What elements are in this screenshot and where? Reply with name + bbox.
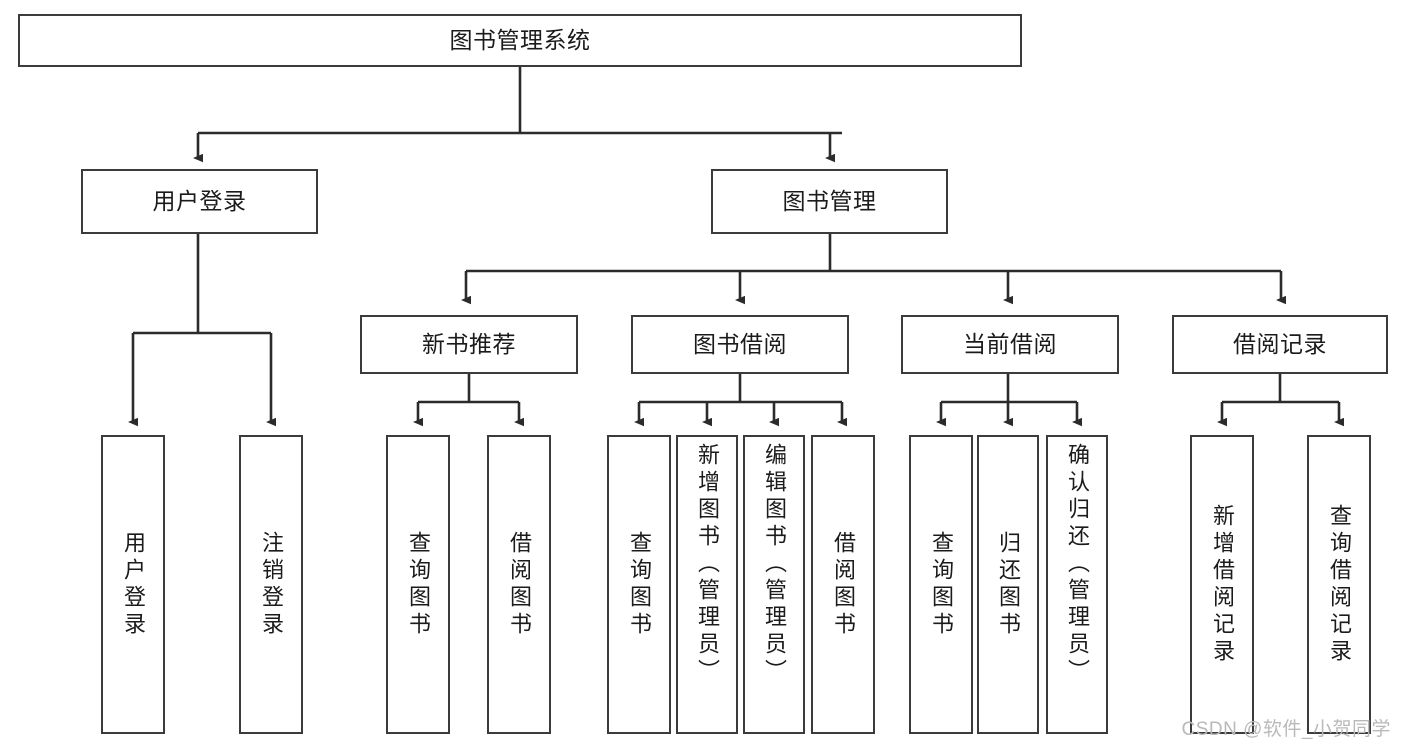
node-root-label: 图书管理系统 — [449, 26, 591, 53]
leaf-return-book-label: 归还图书 — [996, 530, 1021, 639]
node-borrow-record[interactable]: 借阅记录 — [1172, 315, 1388, 374]
leaf-user-logout[interactable]: 注销登录 — [239, 435, 303, 734]
node-book-management[interactable]: 图书管理 — [711, 169, 948, 234]
node-book-borrow[interactable]: 图书借阅 — [631, 315, 849, 374]
node-current-borrow-label: 当前借阅 — [963, 330, 1057, 357]
connectors-new-book-recommend-to-leaves — [413, 374, 524, 427]
leaf-edit-book[interactable]: 编辑图书（管理员） — [743, 435, 805, 734]
leaf-confirm-return-label: 确认归还（管理员） — [1065, 443, 1090, 686]
leaf-borrow-book-1-label: 借阅图书 — [507, 530, 532, 639]
leaf-query-book-1-label: 查询图书 — [406, 530, 431, 639]
leaf-edit-book-label: 编辑图书（管理员） — [762, 443, 787, 686]
node-root[interactable]: 图书管理系统 — [18, 14, 1022, 67]
leaf-borrow-book-2[interactable]: 借阅图书 — [811, 435, 875, 734]
leaf-query-record[interactable]: 查询借阅记录 — [1307, 435, 1371, 734]
leaf-user-login-label: 用户登录 — [121, 530, 146, 639]
connectors-book-borrow-to-leaves — [634, 374, 847, 427]
node-user-login[interactable]: 用户登录 — [81, 169, 318, 234]
node-book-borrow-label: 图书借阅 — [693, 330, 787, 357]
connectors-borrow-record-to-leaves — [1217, 374, 1344, 427]
leaf-borrow-book-2-label: 借阅图书 — [831, 530, 856, 639]
leaf-query-book-2[interactable]: 查询图书 — [607, 435, 671, 734]
node-borrow-record-label: 借阅记录 — [1233, 330, 1327, 357]
leaf-add-book-label: 新增图书（管理员） — [695, 443, 720, 686]
leaf-confirm-return[interactable]: 确认归还（管理员） — [1046, 435, 1108, 734]
node-book-management-label: 图书管理 — [782, 187, 877, 214]
leaf-return-book[interactable]: 归还图书 — [977, 435, 1039, 734]
leaf-query-record-label: 查询借阅记录 — [1327, 503, 1352, 666]
node-new-book-recommend[interactable]: 新书推荐 — [360, 315, 578, 374]
leaf-user-login[interactable]: 用户登录 — [101, 435, 165, 734]
leaf-query-book-2-label: 查询图书 — [627, 530, 652, 639]
connectors-user-login-to-leaves — [128, 234, 276, 427]
node-current-borrow[interactable]: 当前借阅 — [901, 315, 1119, 374]
connectors-current-borrow-to-leaves — [936, 374, 1082, 427]
leaf-borrow-book-1[interactable]: 借阅图书 — [487, 435, 551, 734]
leaf-user-logout-label: 注销登录 — [259, 530, 284, 639]
leaf-query-book-1[interactable]: 查询图书 — [386, 435, 450, 734]
leaf-add-record-label: 新增借阅记录 — [1210, 503, 1235, 666]
connectors-book-management-to-level2 — [461, 234, 1286, 305]
connectors-root-to-level1 — [193, 67, 842, 163]
leaf-add-book[interactable]: 新增图书（管理员） — [676, 435, 738, 734]
node-new-book-recommend-label: 新书推荐 — [422, 330, 516, 357]
node-user-login-label: 用户登录 — [152, 187, 247, 214]
leaf-query-book-3-label: 查询图书 — [929, 530, 954, 639]
leaf-query-book-3[interactable]: 查询图书 — [909, 435, 973, 734]
leaf-add-record[interactable]: 新增借阅记录 — [1190, 435, 1254, 734]
